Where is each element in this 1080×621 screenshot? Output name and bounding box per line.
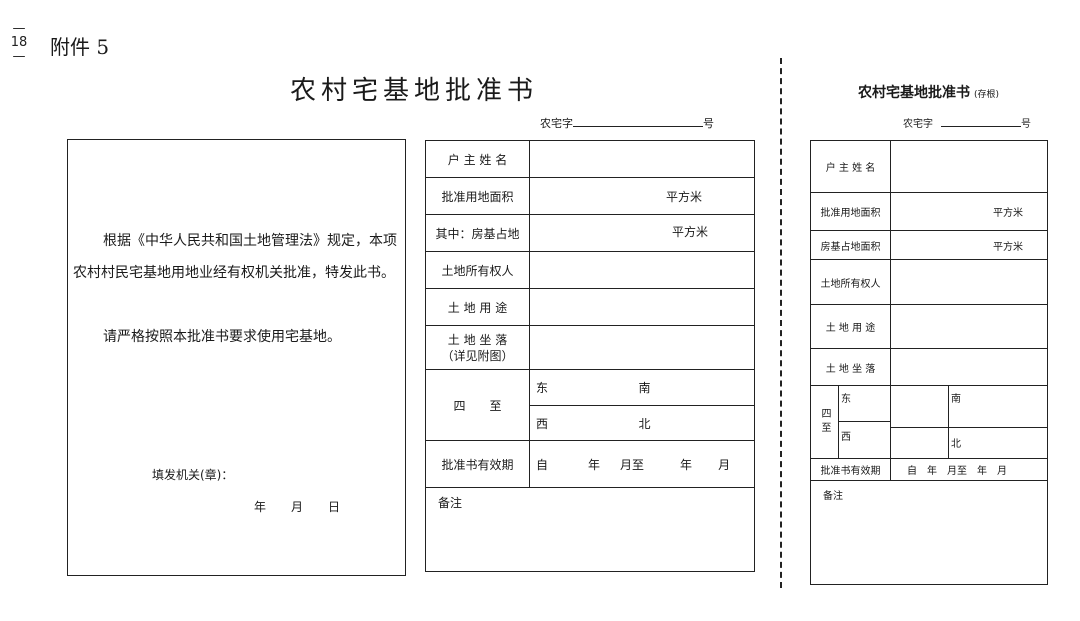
land-use-label: 土 地 用 途 <box>425 288 530 326</box>
validity-year1: 年 <box>588 457 601 472</box>
land-owner-field[interactable] <box>529 251 755 289</box>
east-label: 东 <box>536 381 549 395</box>
validity-month-to: 月至 <box>620 457 645 472</box>
stub-north-label: 北 <box>951 439 961 451</box>
land-owner-label: 土地所有权人 <box>425 251 530 289</box>
serial-blank[interactable] <box>573 115 703 127</box>
page-number: — 18 — <box>10 21 28 64</box>
stub-land-use-label: 土 地 用 途 <box>810 304 891 349</box>
west-field[interactable]: 西 <box>529 405 639 441</box>
approval-paragraph: 根据《中华人民共和国土地管理法》规定，本项农村村民宅基地用地业经有权机关批准，特… <box>73 233 397 281</box>
validity-field[interactable]: 自 年 月至 年 月 <box>529 440 755 488</box>
serial-prefix: 农宅字 <box>540 117 573 130</box>
stub-approved-area-label: 批准用地面积 <box>810 192 891 231</box>
south-field[interactable]: 南 <box>638 369 755 406</box>
north-field[interactable]: 北 <box>638 405 755 441</box>
remarks-label: 备注 <box>438 496 463 510</box>
north-label: 北 <box>638 416 651 431</box>
approved-area-unit[interactable]: 平方米 <box>529 177 755 215</box>
location-label: 土 地 坐 落 （详见附图） <box>425 325 530 370</box>
house-area-label: 其中：房基占地 <box>425 214 530 252</box>
form-title: 农村宅基地批准书 <box>290 76 539 106</box>
stub-location-field[interactable] <box>890 348 1048 386</box>
stub-title-text: 农村宅基地批准书 <box>858 85 970 101</box>
date-day: 日 <box>328 500 342 514</box>
serial-suffix: 号 <box>703 117 714 130</box>
usage-paragraph: 请严格按照本批准书要求使用宅基地。 <box>103 329 341 345</box>
stub-south-label: 南 <box>951 394 961 405</box>
issue-date: 年月日 <box>254 498 365 515</box>
west-label: 西 <box>536 416 549 431</box>
stub-land-owner-field[interactable] <box>890 259 1048 305</box>
stub-four-boundaries-cell: 四至 东 西 <box>810 385 891 459</box>
stub-west-field[interactable]: 西 <box>839 422 890 459</box>
approval-text-box: 根据《中华人民共和国土地管理法》规定，本项农村村民宅基地用地业经有权机关批准，特… <box>67 139 406 576</box>
serial-number-line: 农宅字 号 <box>540 115 714 131</box>
stub-serial-line: 农宅字 号 <box>903 115 1031 130</box>
date-month: 月 <box>291 500 305 514</box>
stub-approved-area-unit[interactable]: 平方米 <box>890 192 1048 231</box>
stub-table: 户 主 姓 名 批准用地面积 平方米 房基占地面积 平方米 土地所有权人 土 地… <box>810 140 1048 585</box>
location-label-line2: （详见附图） <box>441 348 514 363</box>
stub-validity-field[interactable]: 自 年 月至 年 月 <box>890 458 1048 481</box>
stub-serial-blank[interactable] <box>941 115 1021 127</box>
validity-label: 批准书有效期 <box>425 440 530 488</box>
attachment-label: 附件 5 <box>50 35 110 59</box>
perforation-line <box>780 58 782 588</box>
land-use-field[interactable] <box>529 288 755 326</box>
stub-east-field[interactable]: 东 <box>839 386 890 422</box>
approved-area-label: 批准用地面积 <box>425 177 530 215</box>
stub-west-label: 西 <box>841 431 851 443</box>
stub-serial-suffix: 号 <box>1021 119 1031 130</box>
stub-north-field[interactable]: 北 <box>948 426 1048 460</box>
approval-table: 户 主 姓 名 批准用地面积 平方米 其中：房基占地 平方米 土地所有权人 土 … <box>425 140 755 572</box>
stub-land-use-field[interactable] <box>890 304 1048 349</box>
validity-year2: 年 <box>680 457 693 472</box>
stub-validity-label: 批准书有效期 <box>810 458 891 481</box>
four-boundaries-label: 四 至 <box>425 369 530 441</box>
house-area-unit[interactable]: 平方米 <box>529 214 755 252</box>
stub-four-boundaries-label: 四至 <box>811 386 839 458</box>
owner-name-label: 户 主 姓 名 <box>425 140 530 178</box>
stub-house-area-unit[interactable]: 平方米 <box>890 230 1048 260</box>
stub-east-label: 东 <box>841 394 851 405</box>
validity-month2: 月 <box>718 457 731 472</box>
stub-title: 农村宅基地批准书 (存根) <box>858 82 999 102</box>
owner-name-field[interactable] <box>529 140 755 178</box>
stub-remarks-label: 备注 <box>823 491 843 502</box>
east-field[interactable]: 东 <box>529 369 639 406</box>
stub-location-label: 土 地 坐 落 <box>810 348 891 386</box>
stub-west-blank[interactable] <box>890 426 949 460</box>
stub-east-blank[interactable] <box>890 385 949 428</box>
validity-from: 自 <box>536 457 549 472</box>
stub-serial-prefix: 农宅字 <box>903 119 933 130</box>
south-label: 南 <box>638 381 651 395</box>
location-label-line1: 土 地 坐 落 <box>447 332 508 347</box>
stub-land-owner-label: 土地所有权人 <box>810 259 891 305</box>
stub-owner-name-field[interactable] <box>890 140 1048 193</box>
stub-house-area-label: 房基占地面积 <box>810 230 891 260</box>
location-field[interactable] <box>529 325 755 370</box>
stub-remarks-field[interactable]: 备注 <box>810 480 1048 585</box>
stub-south-field[interactable]: 南 <box>948 385 1048 428</box>
stub-owner-name-label: 户 主 姓 名 <box>810 140 891 193</box>
issuer-label: 填发机关(章)： <box>152 468 234 482</box>
stub-title-note: (存根) <box>974 90 1000 100</box>
remarks-field[interactable]: 备注 <box>425 487 755 572</box>
date-year: 年 <box>254 500 268 514</box>
